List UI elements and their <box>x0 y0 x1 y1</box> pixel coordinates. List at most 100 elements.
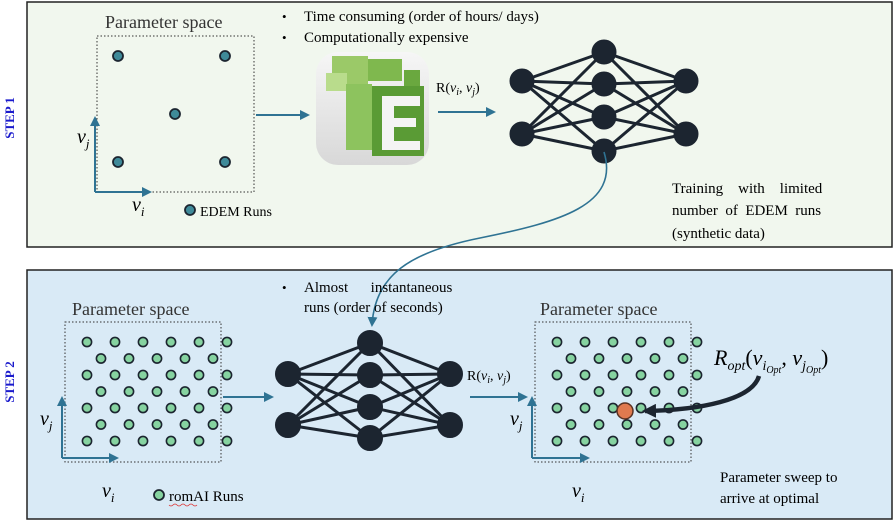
network-node <box>673 121 699 147</box>
romai-run-point <box>81 336 93 348</box>
edem-run-point <box>219 156 231 168</box>
network-node <box>591 138 617 164</box>
romai-run-point <box>607 336 619 348</box>
network-edge <box>287 372 371 409</box>
step1-bullet-2: Computationally expensive <box>304 30 469 46</box>
step1-param-space-title: Parameter space <box>105 12 222 32</box>
network-edge <box>521 82 605 136</box>
romai-run-point <box>221 369 233 381</box>
romai-run-point <box>137 402 149 414</box>
network-edge <box>521 50 605 83</box>
step2-romai-points-left <box>81 336 233 447</box>
romai-run-point <box>621 386 633 397</box>
romai-run-point <box>151 386 163 397</box>
romai-run-point <box>123 353 135 364</box>
step1-note-line-2: number of EDEM runs <box>672 203 821 219</box>
step2-label: STEP 2 <box>2 361 17 403</box>
network-edge <box>369 405 451 427</box>
romai-run-point <box>607 435 619 447</box>
network-node <box>437 361 463 387</box>
step1-edem-points <box>112 50 231 168</box>
romai-run-point <box>137 369 149 381</box>
network-edge <box>369 372 451 440</box>
network-edge <box>603 132 687 153</box>
step1-neural-network <box>509 39 699 164</box>
optimum-label: Ropt(viOpt, vjOpt) <box>713 345 828 376</box>
romai-run-point <box>95 353 107 364</box>
romai-run-point <box>81 402 93 414</box>
step2-note-line-2: arrive at optimal <box>720 491 819 507</box>
romai-run-point <box>579 369 591 381</box>
romai-run-point <box>663 369 675 381</box>
romai-run-point <box>551 402 563 414</box>
network-node <box>357 362 383 388</box>
romai-run-point <box>165 369 177 381</box>
step1-note-line-1: Training with limited <box>672 181 823 197</box>
romai-run-point <box>677 386 689 397</box>
network-node <box>591 104 617 130</box>
network-edge <box>287 372 371 440</box>
romai-run-point <box>109 435 121 447</box>
network-edge <box>602 50 688 136</box>
romai-run-point <box>691 369 703 381</box>
edem-logo-icon <box>316 52 429 165</box>
romai-run-point <box>109 336 121 348</box>
romai-run-point <box>165 402 177 414</box>
step1-bullet-1: Time consuming (order of hours/ days) <box>304 9 539 25</box>
network-node <box>591 39 617 65</box>
romai-run-point <box>677 419 689 430</box>
step1-bullet-1-marker: • <box>282 9 287 24</box>
step2-bullet-marker: • <box>282 280 287 295</box>
romai-run-point <box>207 419 219 430</box>
network-edge <box>520 50 606 136</box>
optimum-point <box>616 402 634 420</box>
romai-run-point <box>607 402 619 414</box>
romai-run-point <box>81 435 93 447</box>
romai-run-point <box>193 435 205 447</box>
step1-param-space-box <box>96 35 255 193</box>
network-node <box>357 394 383 420</box>
romai-run-point <box>593 419 605 430</box>
romai-run-point <box>123 419 135 430</box>
network-node <box>357 425 383 451</box>
romai-run-point <box>193 336 205 348</box>
step2-param-space-box-left <box>64 321 222 463</box>
network-edge <box>287 405 371 427</box>
network-edge <box>603 79 687 153</box>
network-edge <box>521 79 605 119</box>
romai-run-point <box>179 386 191 397</box>
network-edge <box>369 373 451 427</box>
step2-legend-label: romAI Runs <box>169 489 244 505</box>
network-edge <box>521 79 605 153</box>
romai-run-point <box>551 435 563 447</box>
step1-label: STEP 1 <box>2 97 17 139</box>
network-edge <box>603 79 687 86</box>
step1-bullet-2-marker: • <box>282 30 287 45</box>
romai-run-point <box>635 336 647 348</box>
romai-run-point <box>593 353 605 364</box>
step1-legend-label: EDEM Runs <box>200 205 272 220</box>
romai-run-point <box>649 386 661 397</box>
spellcheck-underline <box>168 503 198 507</box>
romai-run-point <box>635 402 647 414</box>
network-edge <box>603 79 687 119</box>
romai-run-point <box>165 336 177 348</box>
step2-arrow-label: R(vi, vj) <box>467 369 511 386</box>
edem-run-point <box>169 108 181 120</box>
step2-legend-marker <box>153 489 165 501</box>
romai-run-point <box>663 336 675 348</box>
romai-run-point <box>593 386 605 397</box>
training-transfer-curve <box>367 151 608 327</box>
romai-run-point <box>165 435 177 447</box>
romai-run-point <box>81 369 93 381</box>
romai-run-point <box>193 369 205 381</box>
network-edge <box>521 115 605 136</box>
network-edge <box>521 79 605 86</box>
network-node <box>275 361 301 387</box>
network-edge <box>603 115 687 136</box>
romai-run-point <box>95 386 107 397</box>
romai-run-point <box>151 419 163 430</box>
network-node <box>509 121 535 147</box>
network-node <box>275 412 301 438</box>
